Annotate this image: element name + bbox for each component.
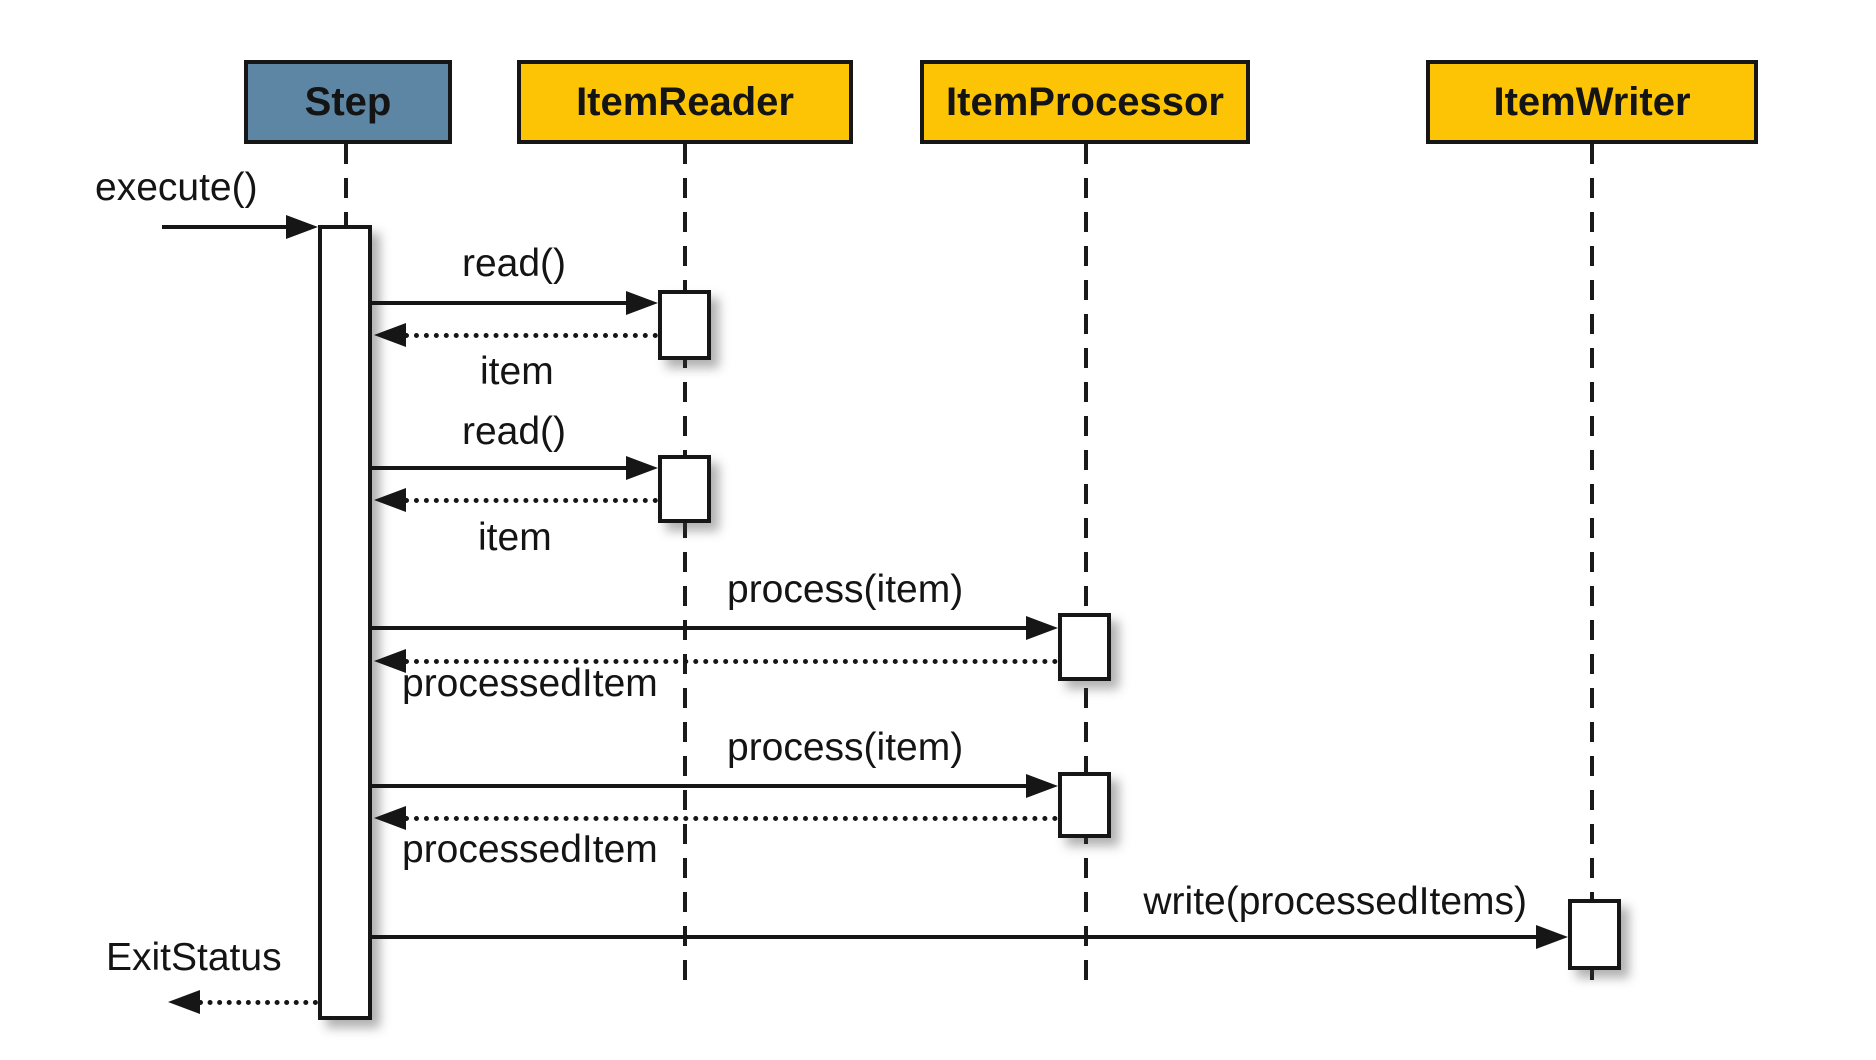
message-label-item-2: item: [478, 516, 552, 559]
message-label-read-1: read(): [462, 242, 567, 285]
message-label-item-1: item: [480, 350, 554, 393]
arrowhead-process-1: [1026, 616, 1058, 640]
actor-item-writer: ItemWriter: [1426, 60, 1758, 144]
arrowhead-item-2: [374, 488, 406, 512]
activation-item-reader-2: [658, 455, 711, 523]
message-line-read-1: [372, 301, 628, 305]
arrowhead-processed-item-1: [374, 649, 406, 673]
message-label-processed-item-2: processedItem: [402, 828, 658, 871]
arrowhead-read-2: [626, 456, 658, 480]
message-label-process-1: process(item): [727, 568, 964, 611]
message-label-write: write(processedItems): [1143, 880, 1527, 923]
actor-item-reader-label: ItemReader: [576, 79, 794, 124]
activation-item-processor-1: [1058, 613, 1111, 681]
lifeline-item-processor: [1084, 144, 1088, 990]
message-label-read-2: read(): [462, 410, 567, 453]
message-label-process-2: process(item): [727, 726, 964, 769]
message-line-read-2: [372, 466, 628, 470]
message-line-exit-status: [198, 1000, 318, 1005]
actor-step: Step: [244, 60, 452, 144]
lifeline-item-writer: [1590, 144, 1594, 990]
message-line-execute: [162, 225, 288, 229]
arrowhead-exit-status: [168, 990, 200, 1014]
arrowhead-process-2: [1026, 774, 1058, 798]
activation-bar-step: [318, 225, 372, 1020]
arrowhead-write: [1536, 925, 1568, 949]
arrowhead-item-1: [374, 323, 406, 347]
activation-item-writer-1: [1568, 899, 1621, 970]
message-label-processed-item-1: processedItem: [402, 662, 658, 705]
message-label-execute: execute(): [95, 166, 258, 209]
arrowhead-processed-item-2: [374, 806, 406, 830]
message-line-write: [372, 935, 1536, 939]
actor-step-label: Step: [304, 79, 392, 124]
activation-item-reader-1: [658, 290, 711, 360]
arrowhead-execute: [286, 215, 318, 239]
arrowhead-read-1: [626, 291, 658, 315]
actor-item-processor: ItemProcessor: [920, 60, 1250, 144]
message-line-process-2: [372, 784, 1026, 788]
lifeline-item-reader: [683, 144, 687, 984]
activation-item-processor-2: [1058, 772, 1111, 838]
message-line-processed-item-1: [404, 659, 1058, 664]
actor-item-processor-label: ItemProcessor: [946, 79, 1224, 124]
message-line-processed-item-2: [404, 816, 1058, 821]
message-label-exit-status: ExitStatus: [106, 936, 282, 979]
message-line-process-1: [372, 626, 1026, 630]
message-line-item-2: [404, 498, 658, 503]
message-line-item-1: [404, 333, 658, 338]
actor-item-writer-label: ItemWriter: [1493, 79, 1691, 124]
actor-item-reader: ItemReader: [517, 60, 853, 144]
